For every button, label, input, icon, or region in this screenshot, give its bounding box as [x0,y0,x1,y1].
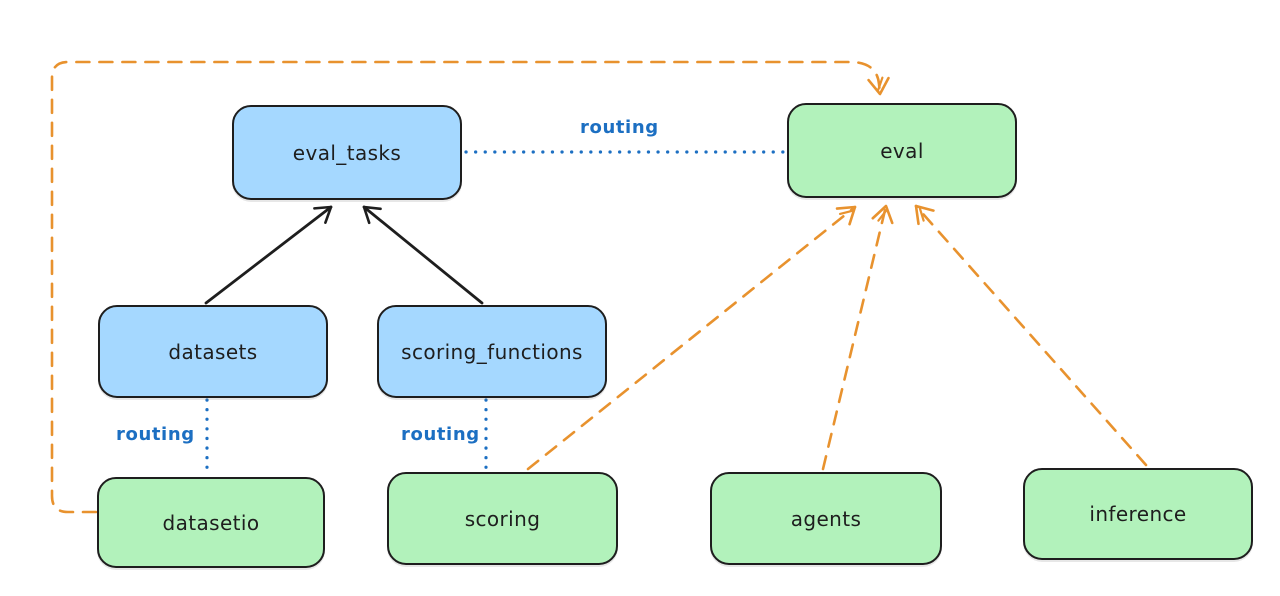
node-datasets: datasets [98,305,328,398]
edge-scoring-functions-to-eval-tasks [362,205,484,305]
routing-label-datasets-datasetio: routing [116,424,195,445]
routing-label-scoring-functions-scoring: routing [401,424,480,445]
edge-inference-to-eval [914,204,1148,467]
routing-label-eval-tasks-eval: routing [580,117,659,138]
edge-datasets-to-eval-tasks [204,205,333,305]
node-inference: inference [1023,468,1253,560]
node-scoring: scoring [387,472,618,565]
node-eval: eval [787,103,1017,198]
node-scoring-functions: scoring_functions [377,305,607,398]
node-agents: agents [710,472,942,565]
node-eval-tasks: eval_tasks [232,105,462,200]
edge-agents-to-eval [821,204,894,471]
node-datasetio: datasetio [97,477,325,568]
